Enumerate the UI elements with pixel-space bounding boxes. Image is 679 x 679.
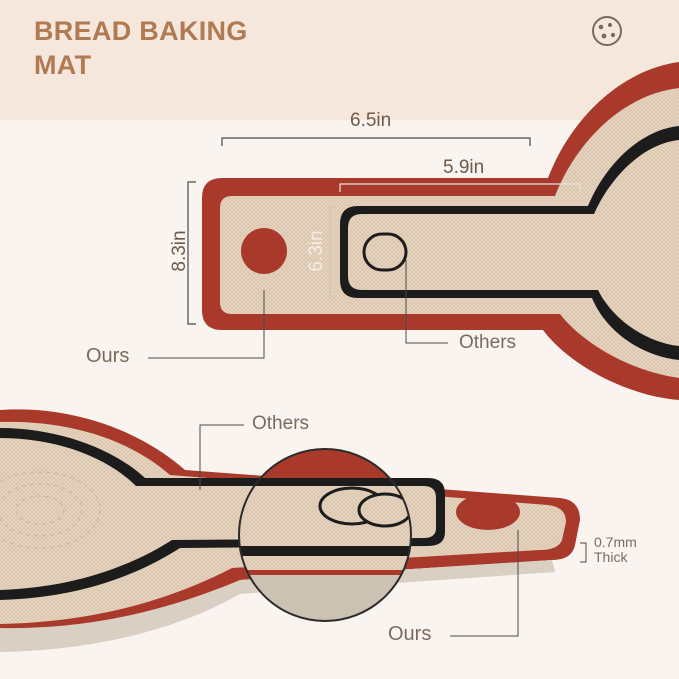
length-others-label: 5.9in bbox=[443, 157, 485, 178]
mat-logo-dot bbox=[456, 494, 520, 530]
height-ours-label: 8.3in bbox=[169, 230, 190, 272]
magnifier-lens bbox=[238, 448, 412, 622]
callout-top-others: Others bbox=[459, 332, 517, 353]
bottom-mat-others bbox=[0, 428, 445, 600]
cookie-icon bbox=[592, 16, 622, 46]
callout-bottom-ours: Ours bbox=[388, 623, 432, 645]
top-mat-others bbox=[340, 126, 679, 360]
thickness-value: 0.7mm bbox=[594, 534, 637, 550]
top-callout-leaders bbox=[148, 260, 448, 359]
top-dimension-lines bbox=[187, 137, 581, 325]
height-others-label: 6.3in bbox=[306, 230, 327, 272]
page-title: BREAD BAKING MAT bbox=[34, 16, 248, 80]
header-band bbox=[0, 0, 679, 120]
thickness-label: Thick bbox=[594, 549, 628, 565]
callout-bottom-others: Others bbox=[252, 413, 310, 434]
mat-logo-dot bbox=[241, 228, 287, 274]
length-ours-label: 6.5in bbox=[350, 110, 392, 131]
callout-top-ours: Ours bbox=[86, 345, 130, 367]
bottom-callout-leaders bbox=[199, 424, 587, 637]
